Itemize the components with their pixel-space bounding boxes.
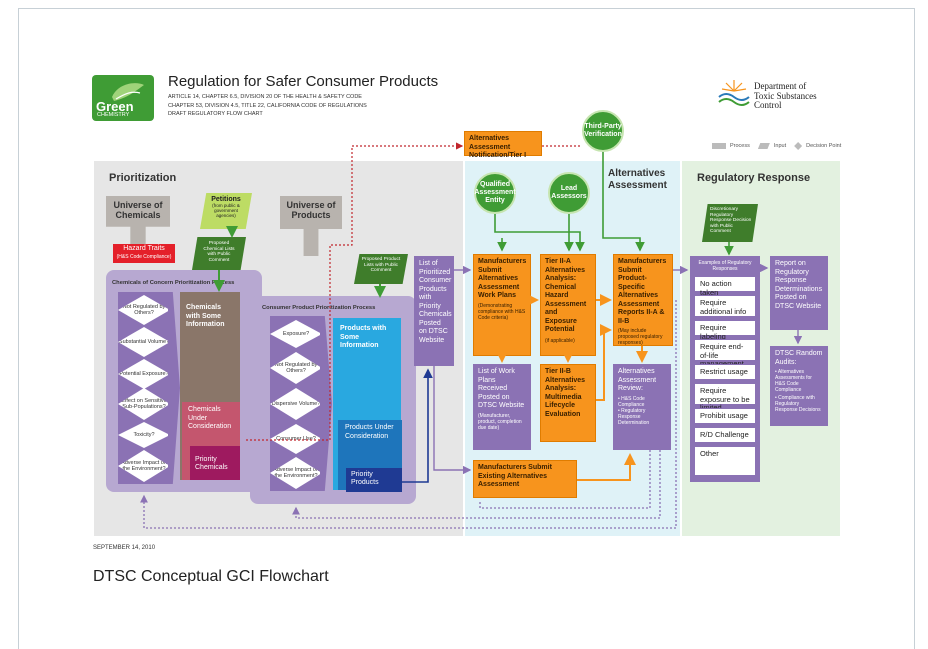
universe-products-label: Universe of Products xyxy=(286,200,336,220)
discretionary-decision xyxy=(702,204,758,242)
logo-text: Green xyxy=(96,99,134,114)
response-additional-info: Require additional info xyxy=(694,295,756,317)
universe-chemicals-label: Universe of Chemicals xyxy=(113,200,163,220)
lead-assessors: Lead Assessors xyxy=(548,172,590,214)
aa-review-label: Alternatives Assessment Review: xyxy=(618,368,657,392)
date-label: SEPTEMBER 14, 2010 xyxy=(93,545,156,551)
logo-subtext: CHEMISTRY xyxy=(97,112,130,118)
response-prohibit-usage: Prohibit usage xyxy=(694,408,756,424)
tier2b-box: Tier II-B Alternatives Analysis: Multime… xyxy=(540,364,596,442)
hazard-traits-box: Hazard Traits (H&S Code Compliance) xyxy=(113,244,175,263)
legend-input-label: Input xyxy=(773,143,787,149)
product-specific-box: Manufacturers Submit Product-Specific Al… xyxy=(613,254,673,346)
random-audits-title: DTSC Random Audits: xyxy=(775,350,823,366)
subtitle-line-2: CHAPTER 53, DIVISION 4.5, TITLE 22, CALI… xyxy=(168,102,367,109)
random-audits-item-2: • Compliance with Regulatory Response De… xyxy=(775,395,821,413)
leaf-icon xyxy=(112,83,144,101)
petitions-input xyxy=(200,193,252,229)
page-title: Regulation for Safer Consumer Products xyxy=(168,73,439,90)
random-audits-item-2-text: Compliance with Regulatory Response Deci… xyxy=(775,395,821,413)
sunburst-wave-icon xyxy=(718,80,750,106)
discretionary-decision-label: Discretionary Regulatory Response Decisi… xyxy=(710,207,752,234)
proposed-chemical-lists xyxy=(192,237,246,270)
examples-label: Examples of Regulatory Responses xyxy=(698,260,752,272)
tier2a-box: Tier II-A Alternatives Analysis: Chemica… xyxy=(540,254,596,356)
legend-process-label: Process xyxy=(730,143,750,149)
list-work-plans-label: List of Work Plans Received Posted on DT… xyxy=(478,368,525,409)
response-no-action: No action taken xyxy=(694,276,756,296)
regulatory-title: Regulatory Response xyxy=(697,172,811,184)
legend-input-swatch xyxy=(757,143,770,149)
notification-tier1: Alternatives Assessment Notification/Tie… xyxy=(464,131,542,159)
aa-review-item-2-text: Regulatory Response Determination xyxy=(618,407,650,426)
response-rd-challenge: R/D Challenge xyxy=(694,427,756,443)
random-audits-item-1-text: Alternatives Assessments for H&S Code Co… xyxy=(775,369,812,393)
tier2a-sub: (if applicable) xyxy=(545,337,575,344)
prod-prioritization-title: Consumer Product Prioritization Process xyxy=(262,305,376,311)
proposed-chemical-lists-label: Proposed Chemical Lists with Public Comm… xyxy=(203,241,235,263)
aa-review-item-1-text: H&S Code Compliance xyxy=(618,395,645,408)
random-audits-item-1: • Alternatives Assessments for H&S Code … xyxy=(775,369,812,393)
petitions-sub: (from public & government agencies) xyxy=(212,203,240,218)
subtitle-line-3: DRAFT REGULATORY FLOW CHART xyxy=(168,111,263,117)
response-other: Other xyxy=(694,446,756,476)
tier2a-label: Tier II-A Alternatives Analysis: Chemica… xyxy=(545,258,587,333)
aa-review-item-1: • H&S Code Compliance xyxy=(618,395,645,408)
existing-aa-box: Manufacturers Submit Existing Alternativ… xyxy=(473,460,577,498)
third-party-verification: Third-Party Verification xyxy=(582,110,624,152)
legend-decision-swatch xyxy=(794,142,803,150)
aa-review-item-2: • Regulatory Response Determination xyxy=(618,407,650,426)
work-plans-box: Manufacturers Submit Alternatives Assess… xyxy=(473,254,531,356)
list-work-plans-sub: (Manufacturer, product, completion due d… xyxy=(478,412,522,431)
list-work-plans-box: List of Work Plans Received Posted on DT… xyxy=(473,364,531,450)
regulatory-report-box: Report on Regulatory Response Determinat… xyxy=(770,256,828,330)
response-end-of-life: Require end-of-life management xyxy=(694,339,756,368)
prod-under-consideration-label: Products Under Consideration xyxy=(345,424,394,440)
product-specific-label: Manufacturers Submit Product-Specific Al… xyxy=(618,258,667,325)
chem-some-info-label: Chemicals with Some Information xyxy=(186,304,225,328)
work-plans-label: Manufacturers Submit Alternatives Assess… xyxy=(478,258,527,299)
priority-chemicals-label: Priority Chemicals xyxy=(195,456,228,471)
slide-frame xyxy=(18,8,915,649)
aa-review-box: Alternatives Assessment Review: • H&S Co… xyxy=(613,364,671,450)
petitions-label: Petitions xyxy=(211,196,241,203)
legend-process-swatch xyxy=(712,143,726,149)
dtsc-line-1: Department of xyxy=(754,81,807,91)
legend-decision-label: Decision Point xyxy=(806,143,842,149)
response-labeling: Require labeling xyxy=(694,320,756,340)
prioritization-title: Prioritization xyxy=(109,172,177,184)
title-subtitle-block: ARTICLE 14, CHAPTER 6.5, DIVISION 20 OF … xyxy=(168,93,367,119)
response-limit-exposure: Require exposure to be limited xyxy=(694,383,756,412)
legend: Process Input Decision Point xyxy=(712,142,841,150)
response-restrict-usage: Restrict usage xyxy=(694,364,756,380)
dtsc-logo xyxy=(717,77,751,109)
chem-under-consideration-label: Chemicals Under Consideration xyxy=(188,406,232,430)
chem-prioritization-title: Chemicals of Concern Prioritization Proc… xyxy=(112,280,235,286)
hazard-traits-label: Hazard Traits xyxy=(123,245,165,252)
proposed-product-lists-label: Proposed Product Lists with Public Comme… xyxy=(361,257,401,273)
dtsc-line-2: Toxic Substances xyxy=(754,90,817,101)
dtsc-line-3: Control xyxy=(754,100,782,110)
prod-some-info-label: Products with Some Information xyxy=(340,325,387,349)
dtsc-name: Department of Toxic Substances Control xyxy=(754,81,817,111)
random-audits-box: DTSC Random Audits: • Alternatives Asses… xyxy=(770,346,828,426)
priority-products-label: Priority Products xyxy=(351,471,379,486)
product-specific-sub: (May include proposed regulatory respons… xyxy=(618,328,663,346)
work-plans-sub: (Demonstrating compliance with H&S Code … xyxy=(478,302,526,321)
subtitle-line-1: ARTICLE 14, CHAPTER 6.5, DIVISION 20 OF … xyxy=(168,94,362,100)
list-prioritized-products: List of Prioritized Consumer Products wi… xyxy=(414,256,454,366)
qualified-assessment-entity: Qualified Assessment Entity xyxy=(474,172,516,214)
hazard-traits-sub: (H&S Code Compliance) xyxy=(116,254,172,260)
petitions-text: Petitions (from public & government agen… xyxy=(207,196,245,218)
caption: DTSC Conceptual GCI Flowchart xyxy=(93,568,329,585)
green-chemistry-logo: Green CHEMISTRY xyxy=(92,75,154,121)
